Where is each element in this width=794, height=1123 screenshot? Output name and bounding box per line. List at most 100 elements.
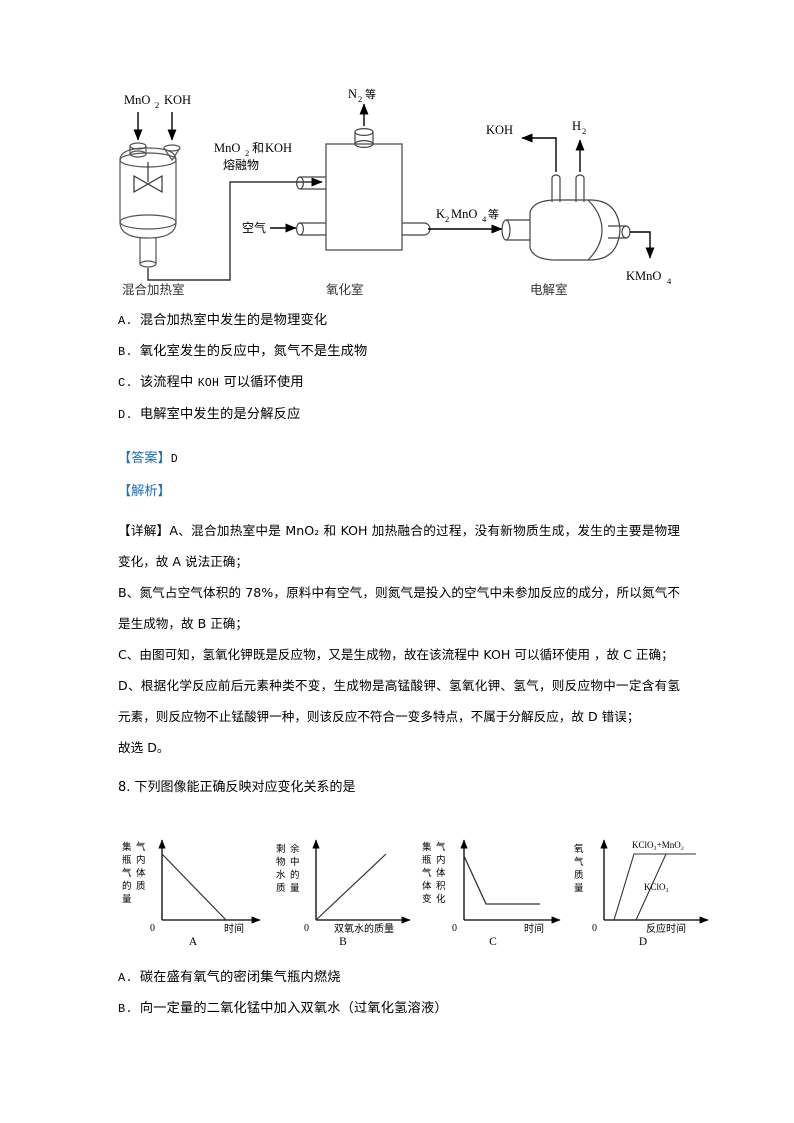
- q7-option-c-formula: KOH: [197, 377, 220, 390]
- q8-option-b: B. 向一定量的二氧化锰中加入双氧水（过氧化氢溶液）: [118, 993, 680, 1024]
- svg-text:积: 积: [436, 880, 446, 892]
- q8-number: 8.: [118, 780, 131, 795]
- svg-text:量: 量: [290, 883, 300, 894]
- svg-text:质: 质: [574, 869, 584, 881]
- svg-text:4: 4: [667, 276, 672, 286]
- kmno4-outlet-arrow: [630, 231, 655, 259]
- svg-text:KOH: KOH: [164, 93, 191, 107]
- chart-c-ylabel: 集瓶气 体变 气内体 积化: [422, 841, 446, 905]
- detail-paragraph-a: 【详解】A、混合加热室中是 MnO₂ 和 KOH 加热融合的过程，没有新物质生成…: [118, 515, 680, 577]
- svg-text:和: 和: [252, 141, 264, 155]
- svg-text:质: 质: [276, 882, 286, 894]
- chart-c-series: [463, 855, 540, 905]
- q8-option-a: A. 碳在盛有氧气的密闭集气瓶内燃烧: [118, 962, 680, 993]
- svg-text:剩: 剩: [276, 843, 286, 855]
- q7-option-b-label: B.: [118, 345, 133, 359]
- svg-text:质: 质: [136, 880, 146, 892]
- q8-option-b-text: 向一定量的二氧化锰中加入双氧水（过氧化氢溶液）: [139, 1001, 448, 1016]
- svg-text:KOH: KOH: [265, 141, 292, 155]
- q8-stem-text: 下列图像能正确反映对应变化关系的是: [134, 780, 356, 795]
- q7-option-b: B.氧化室发生的反应中，氮气不是生成物: [118, 336, 680, 367]
- kmno4-outlet-label: KMnO: [626, 269, 661, 283]
- chamber1-caption: 混合加热室: [122, 282, 185, 297]
- q7-option-d: D. 电解室中发生的是分解反应: [118, 399, 680, 430]
- q7-option-a-label: A.: [118, 314, 133, 328]
- koh-outlet-label: KOH: [486, 123, 513, 137]
- svg-text:等: 等: [488, 207, 499, 221]
- chart-b-ylabel: 剩物水 质 余中的 量: [276, 843, 300, 894]
- svg-text:的: 的: [122, 880, 132, 892]
- chart-c-origin: 0: [452, 923, 457, 934]
- svg-text:水: 水: [276, 869, 286, 881]
- detail-conclusion: 故选 D。: [118, 740, 170, 755]
- melt-label-line2: 熔融物: [223, 157, 259, 172]
- q7-option-c: C. 该流程中 KOH 可以循环使用: [118, 367, 680, 399]
- chart-a: 集瓶气 的量 气内体 质 0 时间 A: [118, 828, 268, 956]
- h2-outlet-label: H: [572, 119, 581, 133]
- q7-option-c-label: C.: [118, 376, 133, 390]
- svg-text:等: 等: [365, 87, 376, 101]
- svg-text:2: 2: [245, 148, 249, 158]
- q7-option-c-text-post: 可以循环使用: [219, 375, 304, 390]
- svg-text:气: 气: [422, 867, 432, 879]
- q8-option-b-label: B.: [118, 1002, 133, 1016]
- chart-d-legend-plain: KClO₃: [644, 882, 669, 892]
- analysis-line: 【解析】: [118, 475, 680, 507]
- process-flow-diagram: MnO 2 KOH: [110, 82, 690, 302]
- detail-paragraph-d: D、根据化学反应前后元素种类不变，生成物是高锰酸钾、氢氧化钾、氢气，则反应物中一…: [118, 678, 680, 724]
- chart-d-legend-catalyzed: KClO₃+MnO₂: [632, 840, 684, 850]
- svg-text:的: 的: [290, 869, 300, 881]
- svg-text:气: 气: [436, 841, 446, 853]
- chart-a-letter: A: [188, 936, 198, 948]
- detail-paragraph-c: C、由图可知，氢氧化钾既是反应物，又是生成物，故在该流程中 KOH 可以循环使用…: [118, 647, 674, 662]
- chamber3-caption: 电解室: [530, 282, 568, 297]
- chart-d-series-plain: [635, 853, 696, 921]
- svg-text:余: 余: [290, 843, 300, 855]
- answer-line: 【答案】D: [118, 442, 680, 475]
- chart-d: 氧气质量 KClO₃+MnO₂ KClO₃ 0 反应时间 D: [568, 828, 718, 956]
- detail-paragraph-a-text: A、混合加热室中是 MnO₂ 和 KOH 加热融合的过程，没有新物质生成，发生的…: [118, 523, 681, 569]
- q8-options: A. 碳在盛有氧气的密闭集气瓶内燃烧 B. 向一定量的二氧化锰中加入双氧水（过氧化氢…: [118, 962, 680, 1024]
- chart-d-origin: 0: [592, 923, 597, 934]
- svg-text:4: 4: [482, 214, 487, 224]
- q7-option-a: A. 混合加热室中发生的是物理变化: [118, 305, 680, 336]
- q8-stem: 8. 下列图像能正确反映对应变化关系的是: [118, 773, 680, 803]
- chamber2-caption: 氧化室: [326, 282, 364, 297]
- svg-text:体: 体: [422, 880, 432, 892]
- svg-text:瓶: 瓶: [122, 854, 132, 866]
- svg-text:中: 中: [290, 856, 300, 868]
- svg-text:化: 化: [436, 893, 446, 905]
- svg-text:内: 内: [136, 854, 146, 866]
- chart-d-xlabel: 反应时间: [646, 922, 686, 935]
- melt-transfer-pipe: [147, 177, 323, 281]
- chart-b: 剩物水 质 余中的 量 0 双氧水的质量 B: [268, 828, 418, 956]
- question-body: A. 混合加热室中发生的是物理变化 B.氧化室发生的反应中，氮气不是生成物 C. 该…: [118, 305, 680, 803]
- q7-option-c-text-pre: 该流程中: [139, 375, 198, 390]
- svg-text:体: 体: [136, 867, 146, 879]
- svg-text:物: 物: [276, 856, 286, 868]
- svg-text:量: 量: [574, 883, 584, 894]
- electrolysis-chamber: [501, 174, 631, 261]
- q7-option-a-text: 混合加热室中发生的是物理变化: [139, 313, 328, 328]
- chart-c-xlabel: 时间: [524, 922, 544, 935]
- q8-option-a-text: 碳在盛有氧气的密闭集气瓶内燃烧: [139, 970, 341, 985]
- chart-b-xlabel: 双氧水的质量: [334, 922, 394, 935]
- k2mno4-label: K: [436, 207, 445, 221]
- q8-option-a-label: A.: [118, 971, 133, 985]
- mixing-heating-chamber: [119, 142, 181, 268]
- svg-text:2: 2: [155, 100, 159, 110]
- svg-text:气: 气: [574, 856, 584, 868]
- graph-row: 集瓶气 的量 气内体 质 0 时间 A 剩物水 质 余中的 量: [118, 828, 718, 956]
- detail-paragraph-b: B、氮气占空气体积的 78%，原料中有空气，则氮气是投入的空气中未参加反应的成分…: [118, 585, 680, 631]
- chart-a-origin: 0: [150, 923, 155, 934]
- koh-outlet-arrow: [521, 133, 557, 172]
- chart-b-series: [315, 853, 387, 921]
- svg-text:变: 变: [422, 893, 432, 905]
- q7-option-d-text: 电解室中发生的是分解反应: [139, 407, 301, 422]
- svg-text:气: 气: [136, 841, 146, 853]
- svg-text:2: 2: [358, 94, 362, 104]
- q7-option-d-label: D.: [118, 408, 133, 422]
- chart-c-letter: C: [489, 936, 497, 948]
